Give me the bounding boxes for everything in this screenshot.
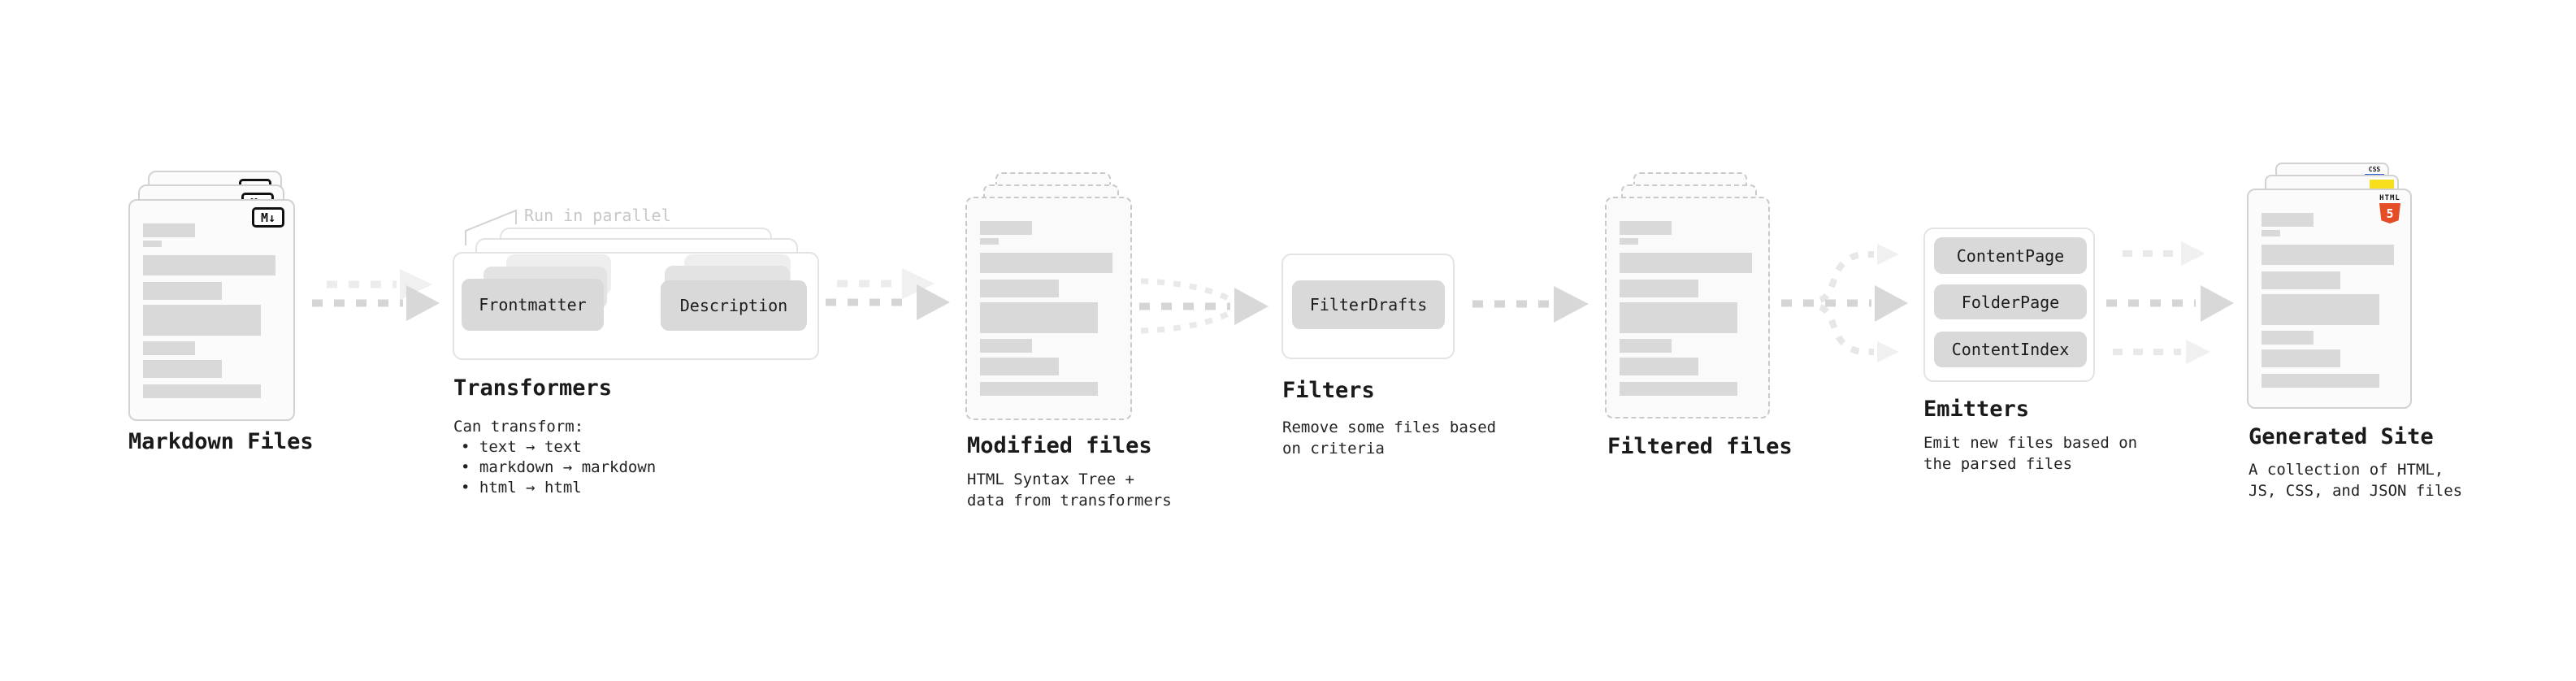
transformers-bullet: • html → html	[461, 479, 582, 497]
generated-file-card-html: HTML 5	[2247, 189, 2412, 409]
arrow-filtered-to-emitters-fanout	[1781, 244, 1908, 362]
doc-content-bar	[1620, 382, 1737, 396]
transformers-bullet: • markdown → markdown	[461, 458, 657, 476]
arrow-emitters-to-generated	[2106, 241, 2234, 364]
filtered-files-label: Filtered files	[1607, 434, 1793, 459]
doc-content-bar	[2262, 230, 2280, 236]
modified-file-doc	[965, 197, 1132, 420]
doc-content-bar	[980, 382, 1098, 396]
filtered-file-doc	[1605, 197, 1770, 419]
doc-content-bar	[980, 339, 1032, 353]
doc-content-bar	[143, 360, 222, 378]
doc-content-bar	[1620, 339, 1672, 353]
doc-content-bar	[1620, 280, 1698, 297]
transformers-bullet: • text → text	[461, 438, 582, 456]
doc-content-bar	[2262, 245, 2394, 265]
doc-content-bar	[143, 384, 261, 398]
arrow-transformers-to-modified	[826, 268, 950, 320]
contentindex-pill: ContentIndex	[1934, 332, 2087, 367]
doc-content-bar	[143, 282, 222, 300]
filters-description: Remove some files based on criteria	[1282, 419, 1497, 458]
doc-content-bar	[2262, 271, 2340, 289]
contentpage-pill: ContentPage	[1934, 237, 2087, 274]
filterdrafts-pill: FilterDrafts	[1292, 280, 1445, 329]
doc-content-bar	[980, 253, 1112, 273]
doc-content-bar	[1620, 253, 1752, 273]
markdown-icon: M↓	[252, 207, 284, 228]
doc-content-bar	[143, 241, 162, 247]
doc-content-bar	[980, 358, 1059, 375]
html5-icon: HTML 5	[2378, 195, 2402, 223]
doc-content-bar	[2262, 294, 2379, 325]
doc-content-bar	[2262, 213, 2314, 227]
javascript-icon	[2370, 180, 2394, 191]
doc-content-bar	[980, 238, 999, 245]
modified-files-description: HTML Syntax Tree + data from transformer…	[967, 471, 1172, 510]
arrow-filters-to-filtered	[1472, 286, 1589, 323]
doc-content-bar	[1620, 221, 1672, 235]
fanout-branch-bottom-icon	[1819, 304, 1874, 355]
run-in-parallel-note: Run in parallel	[524, 206, 671, 225]
doc-content-bar	[143, 255, 275, 275]
doc-content-bar	[143, 223, 195, 237]
emitters-description: Emit new files based on the parsed files	[1923, 434, 2138, 473]
doc-content-bar	[1620, 358, 1698, 375]
transformers-desc-heading: Can transform:	[453, 418, 584, 436]
doc-content-bar	[980, 302, 1098, 333]
arrow-modified-to-filters-merge	[1139, 278, 1268, 334]
generated-site-label: Generated Site	[2249, 424, 2434, 449]
doc-content-bar	[143, 341, 195, 355]
folderpage-pill: FolderPage	[1934, 284, 2087, 319]
merge-curve-bottom-icon	[1140, 307, 1236, 334]
doc-content-bar	[980, 280, 1059, 297]
markdown-file-card-front: M↓	[128, 199, 295, 421]
doc-content-bar	[2262, 331, 2314, 345]
doc-content-bar	[980, 221, 1032, 235]
filters-title: Filters	[1282, 378, 1375, 403]
generated-site-description: A collection of HTML, JS, CSS, and JSON …	[2249, 461, 2463, 500]
doc-content-bar	[2262, 349, 2340, 367]
frontmatter-pill: Frontmatter	[462, 279, 604, 331]
doc-content-bar	[1620, 302, 1737, 333]
arrow-markdown-to-transformers	[312, 269, 440, 321]
doc-content-bar	[2262, 374, 2379, 388]
markdown-files-label: Markdown Files	[128, 429, 314, 454]
run-in-parallel-leader-line	[465, 209, 517, 245]
fanout-branch-top-icon	[1819, 251, 1874, 303]
transformers-description: Can transform: • text → text • markdown …	[453, 417, 656, 498]
transformers-title: Transformers	[453, 375, 613, 401]
description-pill: Description	[661, 280, 807, 331]
doc-content-bar	[143, 305, 261, 336]
emitters-title: Emitters	[1923, 397, 2030, 422]
merge-curve-top-icon	[1140, 278, 1236, 305]
modified-files-label: Modified files	[967, 433, 1152, 458]
doc-content-bar	[1620, 238, 1638, 245]
